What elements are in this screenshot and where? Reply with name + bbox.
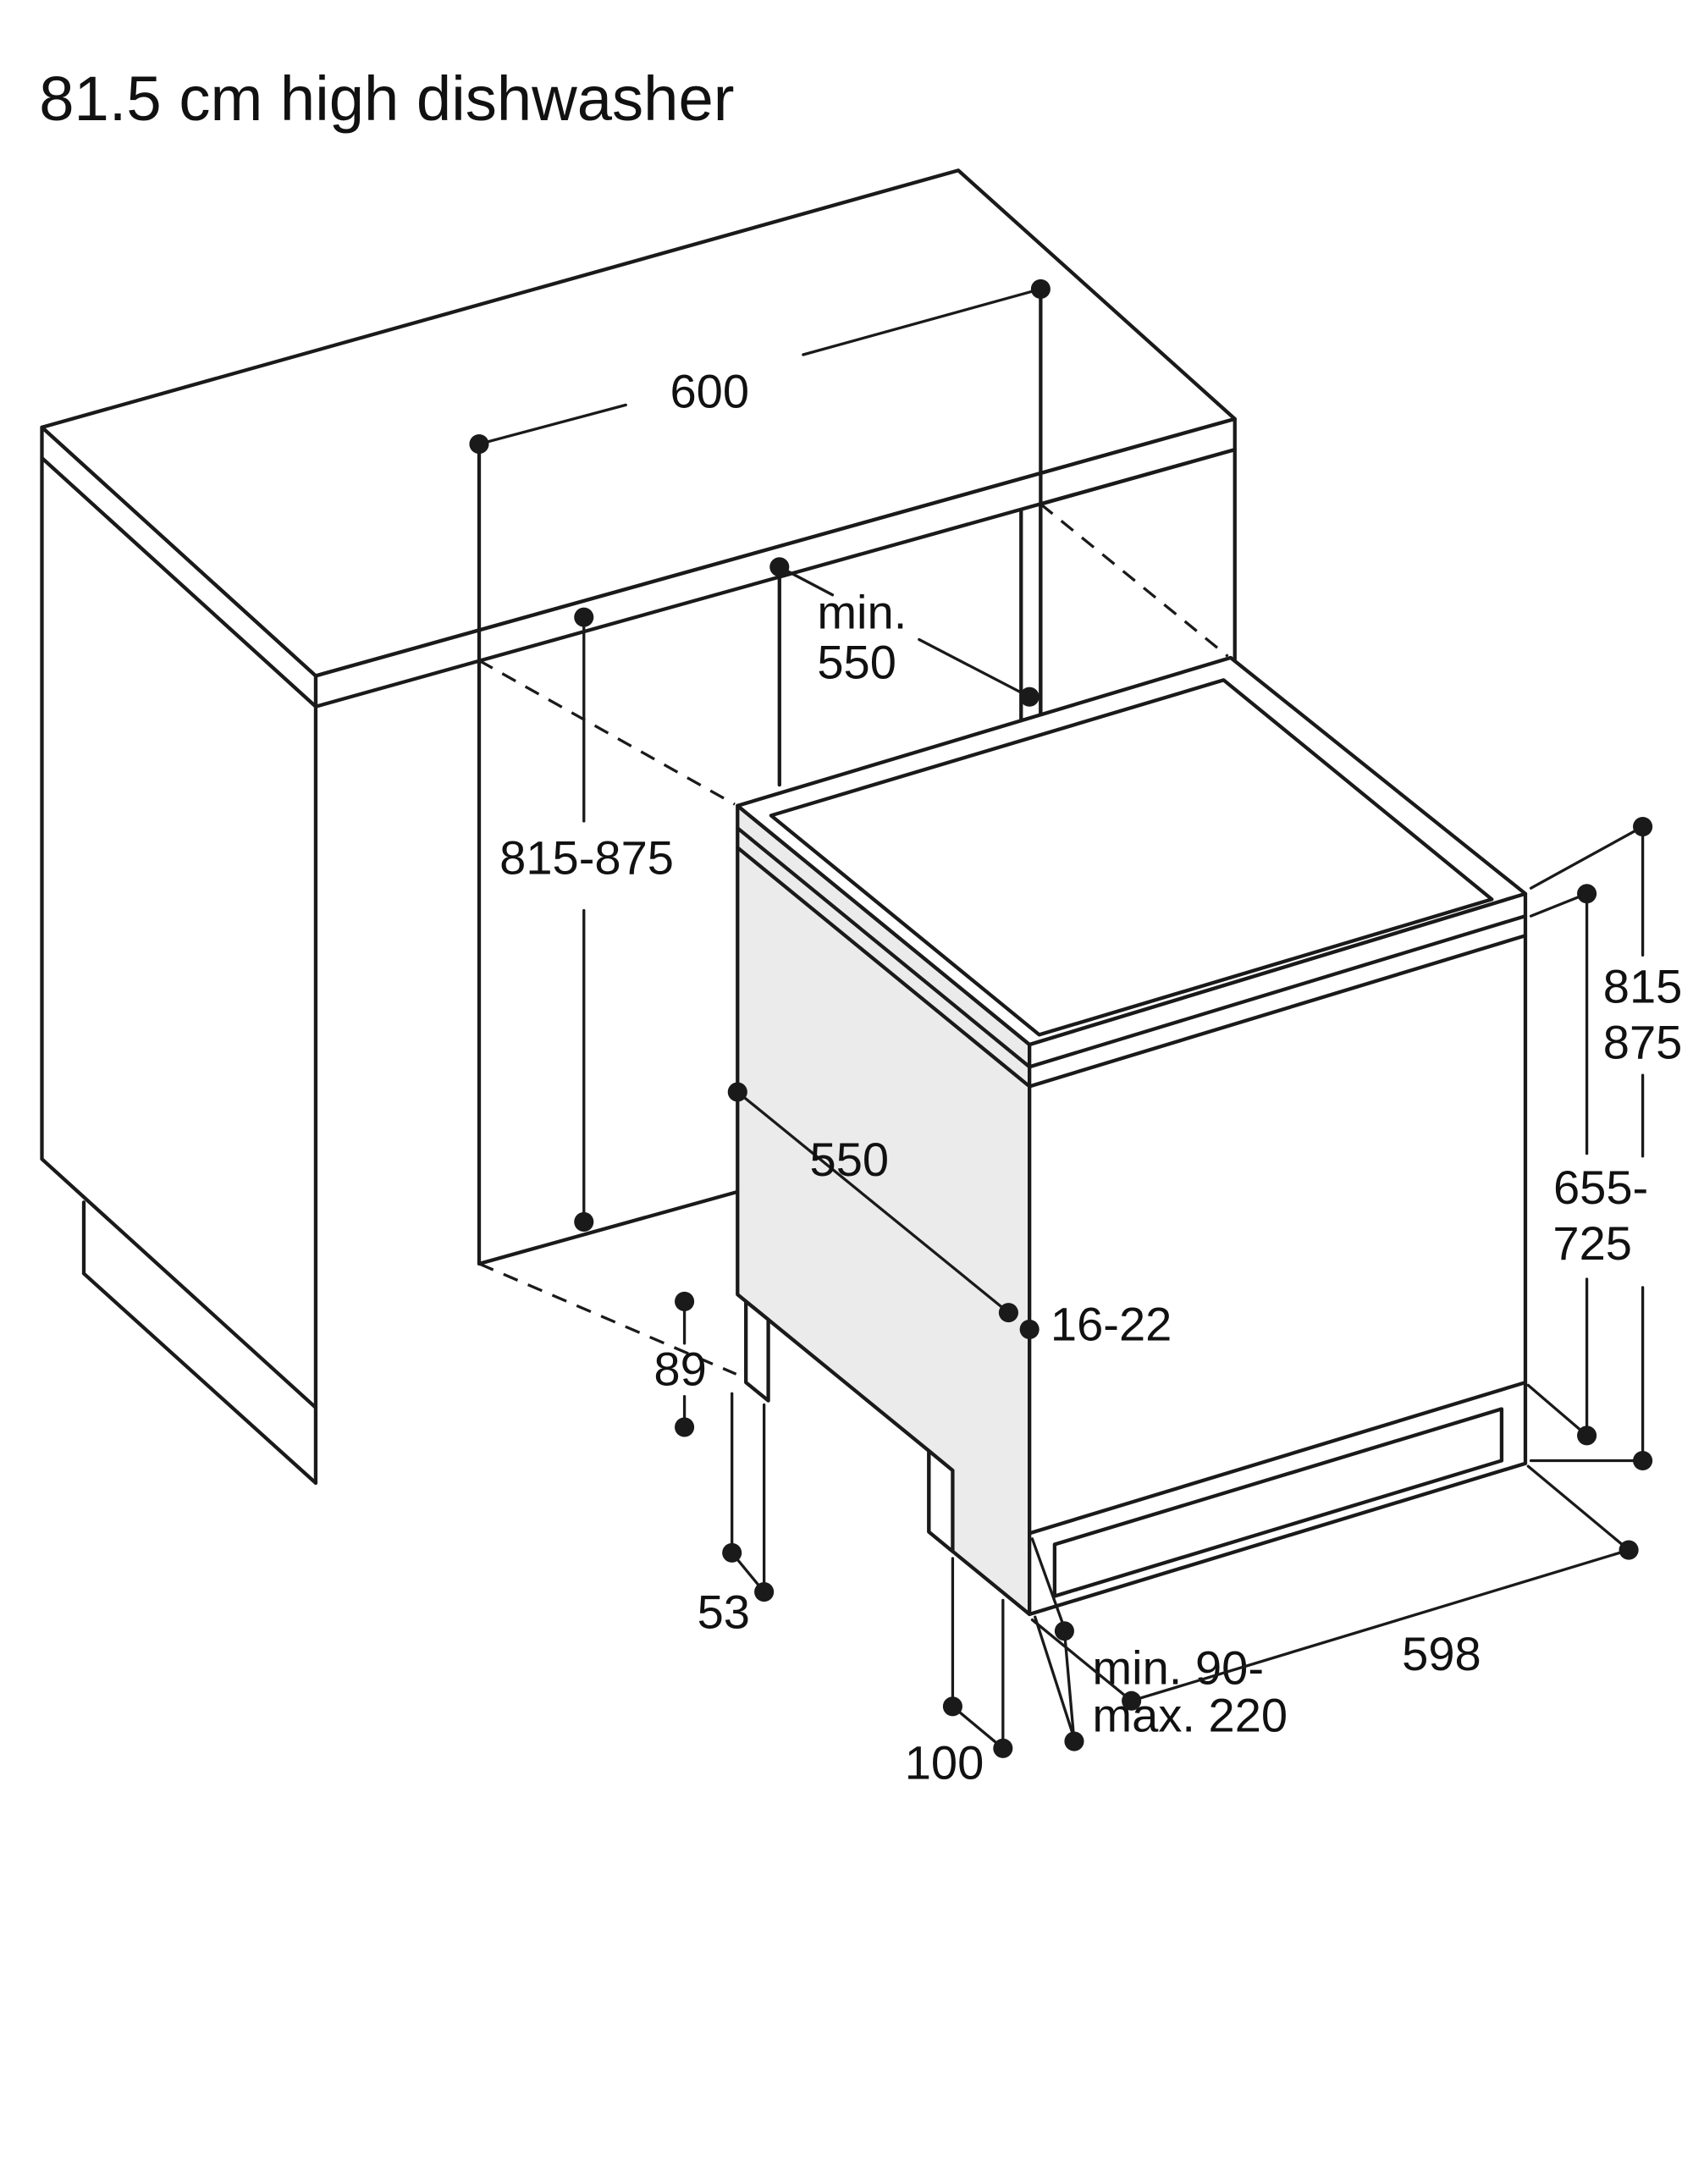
worktop-seam-front-2: [1028, 934, 1528, 1089]
dim-top-gap: 16-22: [1051, 1298, 1172, 1351]
dim-niche-height: 815-875: [499, 831, 674, 885]
dim-line-niche-width-a: [477, 403, 627, 446]
measure-dot: [1030, 279, 1051, 300]
measure-dot: [1577, 884, 1597, 904]
worktop-seam-front-1: [1028, 914, 1528, 1069]
dim-appliance-width: 598: [1402, 1627, 1481, 1680]
measure-dot: [1019, 687, 1040, 707]
dim-line-niche-width-b: [802, 287, 1043, 356]
worktop-seam-side-2: [736, 846, 1032, 1089]
dim-line-appliance-depth: [736, 1090, 1011, 1315]
door-bottom-edge: [1028, 1380, 1528, 1536]
measure-dot: [1122, 1690, 1142, 1711]
dim-door-height-max: 725: [1552, 1216, 1632, 1270]
measure-dot: [1633, 1450, 1653, 1471]
measure-dot: [1019, 1319, 1040, 1339]
dim-line-plinth-c: [1062, 1630, 1076, 1743]
measure-dot: [993, 1738, 1013, 1758]
dim-plinth-max: max. 220: [1092, 1689, 1288, 1742]
measure-dot: [769, 557, 790, 577]
dim-line-niche-depth-b: [918, 637, 1031, 698]
dim-door-height-min: 655-: [1553, 1161, 1648, 1214]
dim-overall-height-max: 875: [1603, 1015, 1683, 1068]
dim-rear-gap: 89: [653, 1342, 706, 1395]
guide-dashed-bottom-left: [478, 1262, 737, 1376]
page-title: 81.5 cm high dishwasher: [39, 63, 734, 134]
dim-ext-width-a: [1030, 1618, 1133, 1702]
dishwasher-unit: [736, 655, 1528, 1617]
measure-dot: [942, 1696, 962, 1717]
measure-dot: [727, 1082, 747, 1102]
dim-ext-width-b: [1526, 1464, 1630, 1552]
measure-dot: [722, 1542, 742, 1563]
appliance-dimensions: 550 16-22 89 53 100 min. 90- max. 220: [653, 817, 1682, 1790]
left-plinth-outline: [81, 1200, 318, 1486]
rear-foot: [744, 1299, 770, 1403]
measure-dot: [998, 1303, 1018, 1323]
front-foot: [927, 1448, 955, 1553]
dim-appliance-depth: 550: [810, 1133, 890, 1186]
measure-dot: [675, 1291, 695, 1311]
measure-dot: [754, 1582, 775, 1602]
measure-dot: [1577, 1426, 1597, 1446]
dim-niche-depth-prefix: min.: [817, 585, 907, 638]
dim-ext-height-a: [1529, 825, 1645, 890]
dishwasher-top-inner-seam: [769, 678, 1494, 1037]
guide-dashed-top-right: [1040, 503, 1229, 658]
niche-dimensions: 600 min. 550 815-875: [469, 279, 1051, 1232]
measure-dot: [1064, 1731, 1084, 1751]
dim-line-plinth-a: [1030, 1537, 1067, 1630]
dim-rear-foot-offset: 53: [698, 1585, 750, 1638]
worktop-seam-side-1: [736, 826, 1032, 1069]
dim-front-foot-offset: 100: [905, 1736, 984, 1790]
dim-line-plinth-b: [1034, 1615, 1076, 1740]
dim-niche-width: 600: [670, 365, 749, 418]
measure-dot: [675, 1417, 695, 1437]
dim-line-front-foot-c: [951, 1705, 1005, 1750]
measure-dot: [1619, 1540, 1639, 1560]
dim-line-niche-depth-a: [778, 565, 835, 597]
dim-line-width: [1129, 1548, 1630, 1702]
insertion-guides: [478, 503, 1229, 1376]
measure-dot: [574, 1211, 594, 1232]
measure-dot: [574, 607, 594, 627]
guide-dashed-top-left: [478, 659, 736, 806]
dim-ext-door-a: [1529, 892, 1589, 918]
measure-dot: [1633, 817, 1653, 837]
measure-dot: [469, 434, 489, 455]
dim-ext-door-b: [1526, 1383, 1589, 1437]
dim-niche-depth: 550: [817, 636, 896, 689]
dim-overall-height-min: 815: [1603, 959, 1683, 1012]
measure-dot: [1054, 1621, 1074, 1641]
plinth-recess-face: [1052, 1407, 1504, 1598]
